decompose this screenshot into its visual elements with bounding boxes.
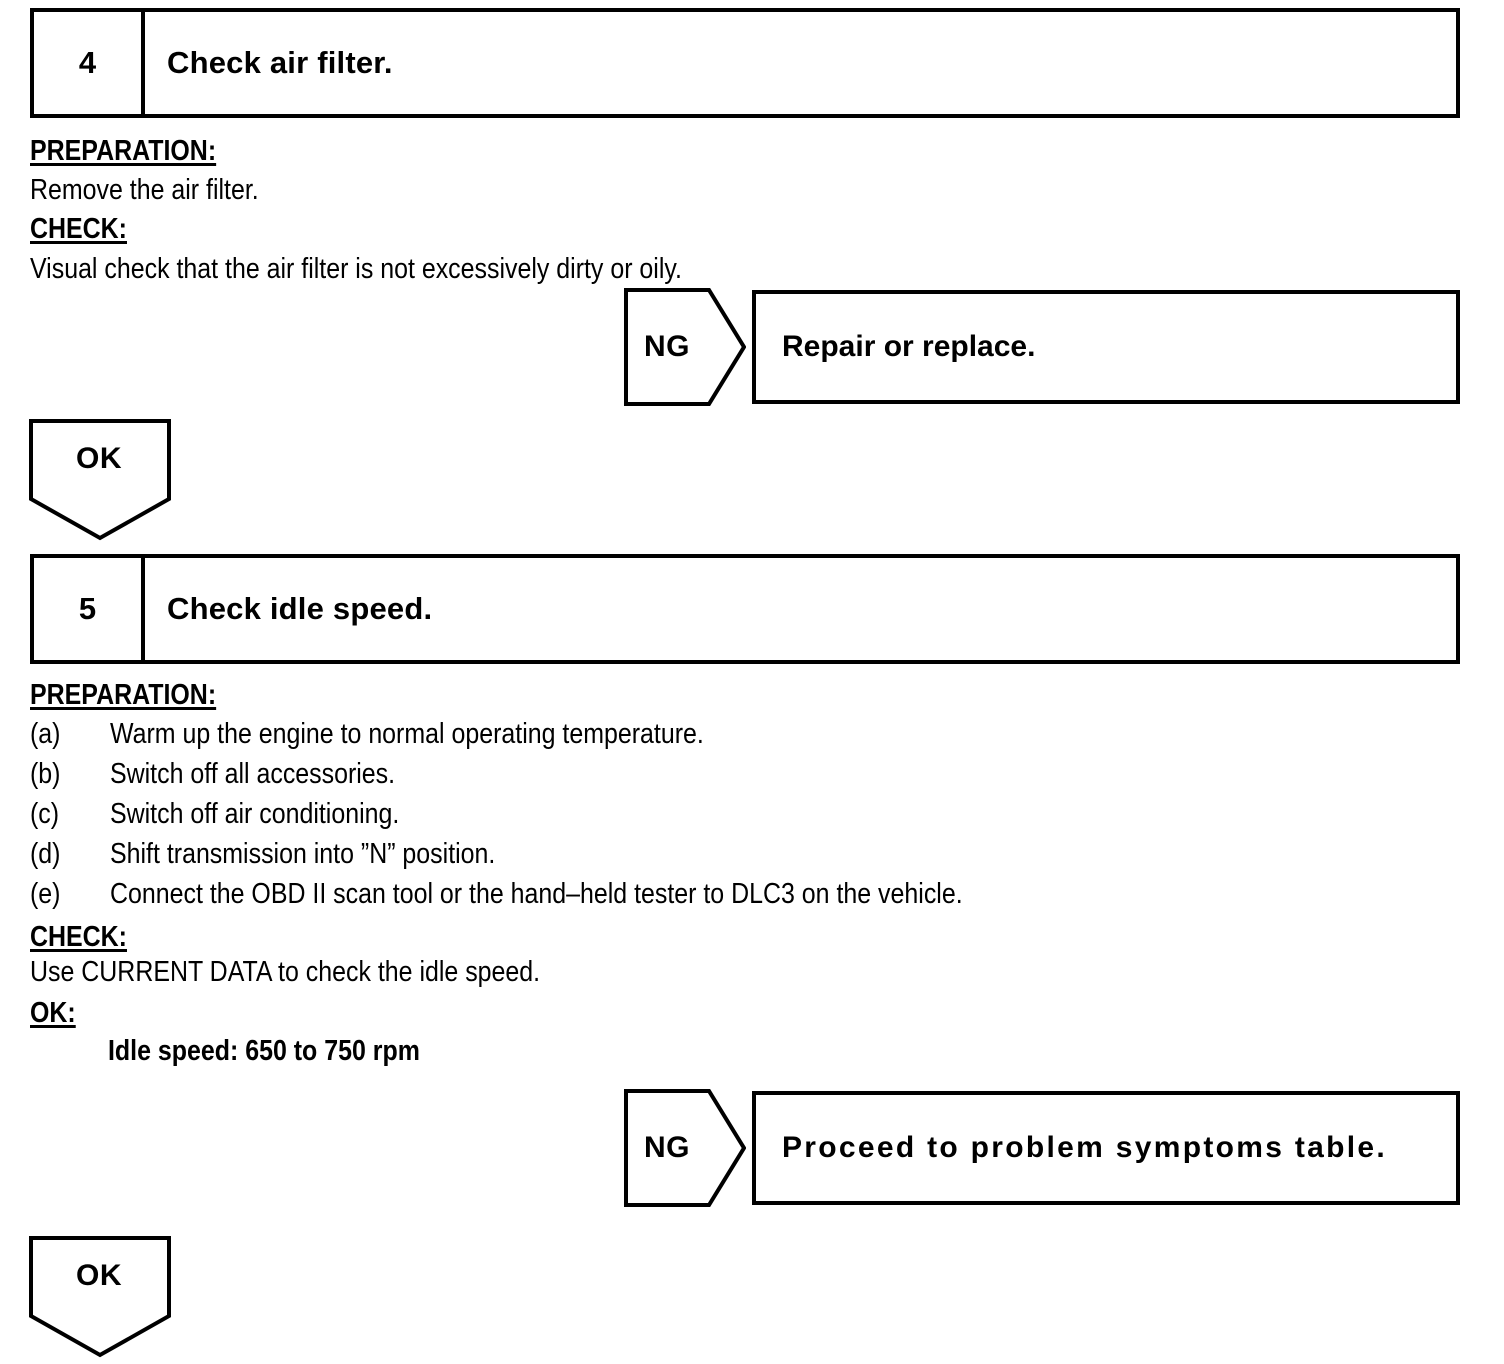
preparation-item-c-text: Switch off air conditioning. xyxy=(110,798,400,830)
preparation-item-b-text: Switch off all accessories. xyxy=(110,758,396,790)
ng-result-box-4: Repair or replace. xyxy=(752,290,1460,404)
preparation-item-d: (d) Shift transmission into ”N” position… xyxy=(30,834,558,874)
preparation-item-e-mark: (e) xyxy=(30,878,61,910)
ok-arrow-4: OK xyxy=(29,419,171,541)
preparation-item-a: (a) Warm up the engine to normal operati… xyxy=(30,714,800,754)
preparation-item-e: (e) Connect the OBD II scan tool or the … xyxy=(30,874,1101,914)
ng-arrow-5: NG xyxy=(624,1089,746,1207)
preparation-label-4: PREPARATION: xyxy=(30,135,217,167)
ok-arrow-5: OK xyxy=(29,1236,171,1358)
preparation-text-4: Remove the air filter. xyxy=(30,174,259,206)
preparation-item-b: (b) Switch off all accessories. xyxy=(30,754,442,794)
ng-arrow-label-4: NG xyxy=(644,330,690,363)
check-label-5: CHECK: xyxy=(30,921,127,953)
preparation-item-e-text: Connect the OBD II scan tool or the hand… xyxy=(110,878,963,910)
ng-arrow-label-5: NG xyxy=(644,1131,690,1164)
preparation-item-c-mark: (c) xyxy=(30,798,60,830)
ng-result-text-5: Proceed to problem symptoms table. xyxy=(782,1131,1387,1164)
step-number-5: 5 xyxy=(34,558,145,660)
ok-arrow-label-5: OK xyxy=(76,1259,122,1292)
ng-pentagon-shape xyxy=(624,288,746,406)
ng-pentagon-shape xyxy=(624,1089,746,1207)
ok-pentagon-shape xyxy=(29,1236,171,1358)
preparation-item-d-mark: (d) xyxy=(30,838,61,870)
step-title-4: Check air filter. xyxy=(167,45,393,80)
check-text-5: Use CURRENT DATA to check the idle speed… xyxy=(30,956,541,988)
preparation-item-b-mark: (b) xyxy=(30,758,61,790)
preparation-label-5: PREPARATION: xyxy=(30,679,217,711)
preparation-item-d-text: Shift transmission into ”N” position. xyxy=(110,838,496,870)
preparation-item-a-text: Warm up the engine to normal operating t… xyxy=(110,718,704,750)
check-text-4: Visual check that the air filter is not … xyxy=(30,253,682,285)
step-header-4: 4 Check air filter. xyxy=(30,8,1460,118)
ok-spec-label-5: OK: xyxy=(30,997,76,1029)
ok-pentagon-shape xyxy=(29,419,171,541)
step-header-5: 5 Check idle speed. xyxy=(30,554,1460,664)
ng-result-text-4: Repair or replace. xyxy=(782,330,1036,363)
ng-result-box-5: Proceed to problem symptoms table. xyxy=(752,1091,1460,1205)
preparation-item-c: (c) Switch off air conditioning. xyxy=(30,794,446,834)
preparation-item-a-mark: (a) xyxy=(30,718,61,750)
ok-spec-value-5: Idle speed: 650 to 750 rpm xyxy=(108,1035,420,1067)
check-label-4: CHECK: xyxy=(30,213,127,245)
ok-arrow-label-4: OK xyxy=(76,442,122,475)
ng-arrow-4: NG xyxy=(624,288,746,406)
step-title-5: Check idle speed. xyxy=(167,591,433,626)
step-number-4: 4 xyxy=(34,12,145,114)
